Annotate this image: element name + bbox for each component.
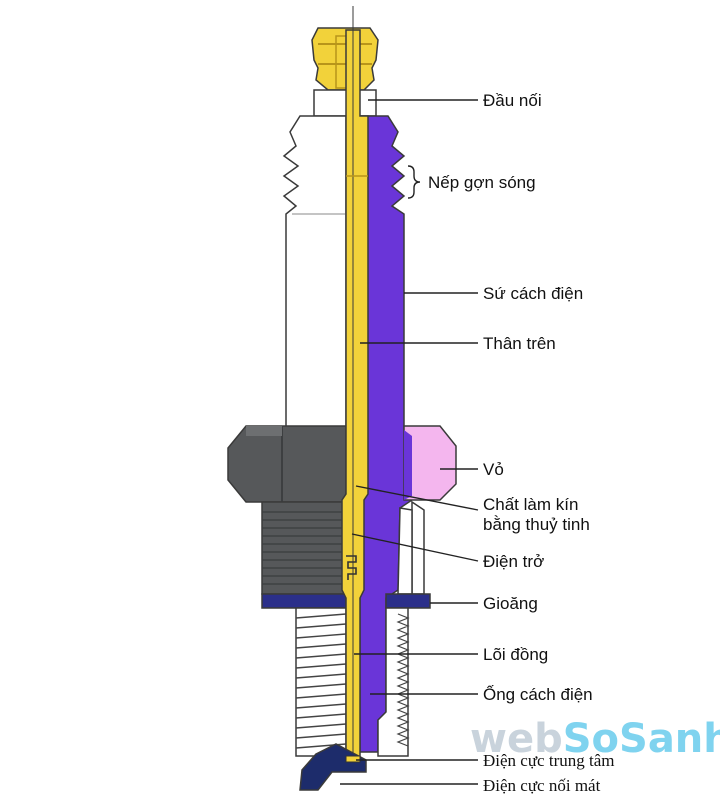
watermark-logo: webSoSanh [470,716,720,762]
label-loi-dong: Lõi đồng [483,645,548,664]
label-dien-cuc-trung-tam: Điện cực trung tâm [483,751,614,770]
label-dien-cuc-noi-mat: Điện cực nối mát [483,776,601,795]
label-dien-tro: Điện trở [483,552,544,571]
label-ong-cach-dien: Ống cách điện [483,684,593,704]
label-gioang: Gioăng [483,594,538,613]
label-nep-gon-song: Nếp gợn sóng [428,173,536,192]
label-su-cach-dien: Sứ cách điện [483,284,583,303]
threaded-shell [295,607,347,757]
spark-plug-illustration [227,6,457,791]
part-labels: Đầu nối Nếp gợn sóng Sứ cách điện Thân t… [428,91,614,795]
leader-lines [340,99,479,785]
insulator-left-body [282,115,347,431]
terminal-collar [313,89,377,117]
label-chat-lam-kin-line2: bằng thuỷ tinh [483,515,590,534]
hex-shell [227,425,347,503]
label-than-tren: Thân trên [483,334,556,353]
label-chat-lam-kin-line1: Chất làm kín [483,495,578,514]
terminal-nut [311,27,379,91]
watermark-text: webSoSanh [470,716,720,762]
gasket-right [385,593,431,609]
label-dau-noi: Đầu nối [483,91,542,110]
resistor [346,555,357,580]
gasket-left [261,593,347,609]
shell-body [261,501,347,595]
label-vo: Vỏ [483,460,504,479]
